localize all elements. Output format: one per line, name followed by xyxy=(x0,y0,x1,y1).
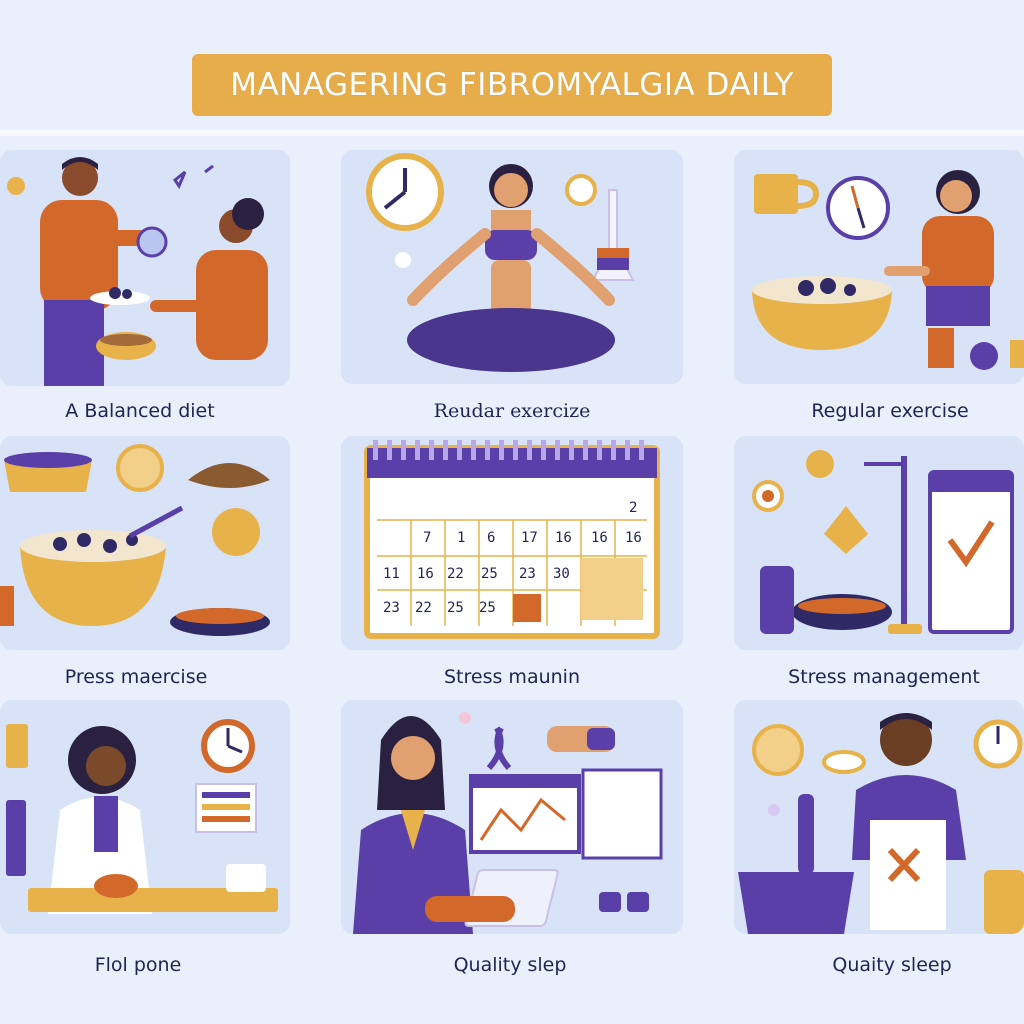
calendar-date: 6 xyxy=(487,530,496,546)
calendar-date: 30 xyxy=(553,566,570,582)
calendar-date: 23 xyxy=(519,566,536,582)
caption-regular-exercise: Regular exercise xyxy=(811,400,969,422)
calendar-date: 25 xyxy=(479,600,496,616)
panel-food xyxy=(0,436,290,650)
calendar-date: 23 xyxy=(383,600,400,616)
caption-press-maercise: Press maercise xyxy=(64,666,208,688)
doctor-illustration xyxy=(6,719,278,914)
calendar-date: 2 xyxy=(629,500,638,516)
panel-cooking xyxy=(734,700,1024,934)
page-title: MANAGERING FIBROMYALGIA DAILY xyxy=(230,67,794,103)
calendar-date: 16 xyxy=(591,530,608,546)
caption-balanced-diet: A Balanced diet xyxy=(65,400,215,422)
panel-laptop xyxy=(341,700,683,934)
title-banner: MANAGERING FIBROMYALGIA DAILY xyxy=(192,54,832,116)
panel-balanced-diet xyxy=(0,150,290,386)
calendar-date: 17 xyxy=(521,530,538,546)
panel-yoga xyxy=(341,150,683,384)
calendar-date: 1 xyxy=(457,530,466,546)
calendar-date: 16 xyxy=(555,530,572,546)
laptop-illustration xyxy=(353,712,663,934)
divider xyxy=(0,130,1024,136)
caption-stress-maunin: Stress maunin xyxy=(444,666,580,688)
caption-flol-pone: Flol pone xyxy=(94,954,182,976)
calendar-date: 25 xyxy=(447,600,464,616)
calendar-date: 16 xyxy=(625,530,642,546)
caption-stress-management: Stress management xyxy=(788,666,980,688)
panel-calendar: 2 7 1 6 17 16 16 16 11 16 22 25 23 30 23… xyxy=(341,436,683,650)
regular-exercise-illustration xyxy=(752,170,1024,370)
calendar-illustration xyxy=(364,440,660,639)
panel-regular-exercise xyxy=(734,150,1024,384)
yoga-illustration xyxy=(366,153,635,372)
panel-stress-management xyxy=(734,436,1024,650)
calendar-date: 25 xyxy=(481,566,498,582)
calendar-date: 7 xyxy=(423,530,432,546)
caption-quality-slep: Quality slep xyxy=(453,954,567,976)
cooking-illustration xyxy=(738,713,1024,934)
calendar-date: 22 xyxy=(415,600,432,616)
caption-reudar-exercize: Reudar exercize xyxy=(433,400,591,422)
balanced-diet-illustration xyxy=(7,157,268,386)
panel-doctor xyxy=(0,700,290,934)
calendar-date: 22 xyxy=(447,566,464,582)
calendar-date: 11 xyxy=(383,566,400,582)
food-illustration xyxy=(0,444,270,636)
caption-quaity-sleep: Quaity sleep xyxy=(832,954,952,976)
stress-management-illustration xyxy=(752,450,1014,634)
calendar-date: 16 xyxy=(417,566,434,582)
